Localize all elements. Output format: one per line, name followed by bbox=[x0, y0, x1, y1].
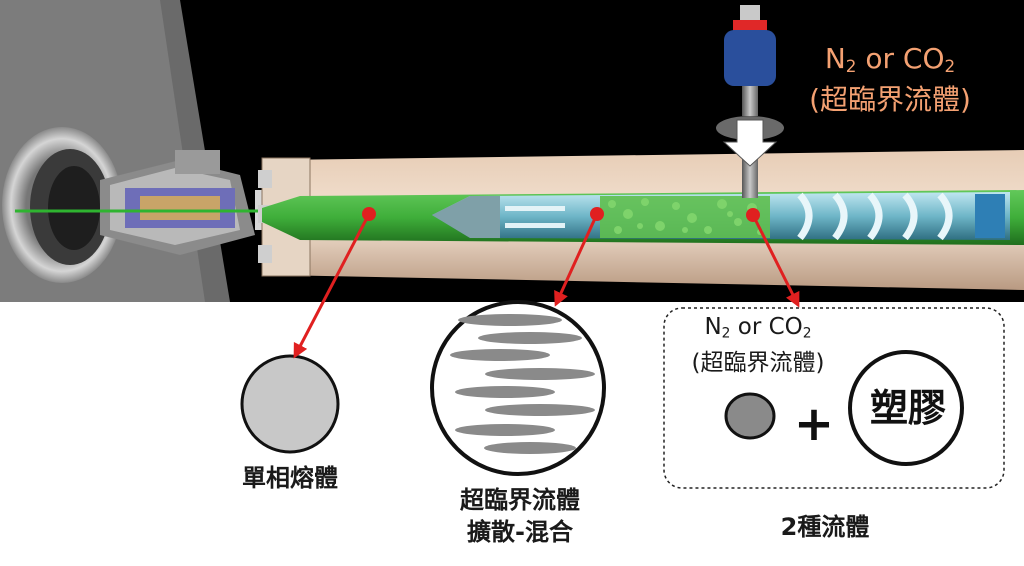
gas-formula-box: N2 or CO2 bbox=[704, 314, 812, 342]
dispersion-circle bbox=[430, 300, 606, 476]
plus-sign: + bbox=[794, 396, 834, 452]
nozzle-ring bbox=[2, 127, 122, 283]
dispersion-caption: 超臨界流體 擴散-混合 bbox=[430, 484, 610, 548]
gas-label-top: N2 or CO2 (超臨界流體) bbox=[800, 42, 980, 117]
supercritical-label-top: (超臨界流體) bbox=[809, 83, 971, 117]
gas-formula-top: N2 or CO2 bbox=[824, 42, 956, 77]
supercritical-label-box: (超臨界流體) bbox=[691, 350, 825, 377]
nozzle-assembly bbox=[100, 150, 285, 255]
single-phase-melt-caption: 單相熔體 bbox=[242, 464, 338, 492]
gas-label-box: N2 or CO2 (超臨界流體) bbox=[668, 312, 848, 378]
gas-injection-arrow bbox=[722, 119, 778, 167]
mixing-zone bbox=[600, 196, 770, 238]
single-phase-melt-circle bbox=[240, 354, 340, 454]
gas-bubble bbox=[724, 392, 776, 440]
plastic-circle bbox=[848, 350, 964, 466]
dispersion-caption-line1: 超臨界流體 bbox=[460, 486, 580, 514]
dispersion-caption-line2: 擴散-混合 bbox=[467, 518, 573, 546]
pointer-arrows bbox=[293, 213, 800, 359]
two-fluids-box bbox=[663, 307, 1005, 489]
plastic-label: 塑膠 bbox=[869, 386, 946, 430]
two-fluids-caption: 2種流體 bbox=[780, 513, 870, 541]
arrow-origin-dots bbox=[362, 207, 760, 222]
